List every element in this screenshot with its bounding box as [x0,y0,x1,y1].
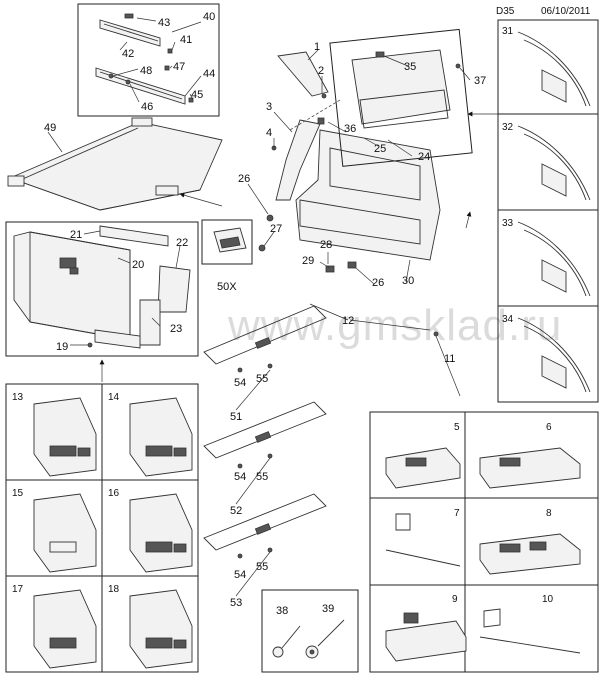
liftgate-trim-box [289,28,473,167]
callout-39: 39 [322,603,334,615]
panel-label-15: 15 [12,488,24,499]
panel-label-5: 5 [454,422,460,433]
bottom-right-grid [369,411,599,673]
callout-41: 41 [180,34,192,46]
callout-46: 46 [141,101,153,113]
callout-44: 44 [203,68,215,80]
callout-49: 49 [44,122,56,134]
panel-label-18: 18 [108,584,120,595]
callout-54-b: 54 [234,471,246,483]
callout-55-c: 55 [256,561,268,573]
part-50x-box [201,219,253,265]
callout-38: 38 [276,605,288,617]
center-assembly [247,49,461,397]
callout-37: 37 [474,75,486,87]
diagram-code: D35 [496,6,515,17]
callout-55-a: 55 [256,373,268,385]
panel-label-10: 10 [542,594,554,605]
callout-52: 52 [230,505,242,517]
callout-30: 30 [402,275,414,287]
panel-label-34: 34 [502,314,514,325]
diagram-date: 06/10/2011 [541,6,591,17]
panel-label-33: 33 [502,218,514,229]
callout-54-c: 54 [234,569,246,581]
panel-label-13: 13 [12,392,24,403]
right-column [497,19,599,403]
callout-45: 45 [191,89,203,101]
callout-43: 43 [158,17,170,29]
callout-36: 36 [344,123,356,135]
cargo-cover [7,117,223,211]
callout-42: 42 [122,48,134,60]
panel-label-14: 14 [108,392,120,403]
callout-55-b: 55 [256,471,268,483]
panel-label-17: 17 [12,584,24,595]
panel-label-32: 32 [502,122,514,133]
callout-29: 29 [302,255,314,267]
callout-48: 48 [140,65,152,77]
callout-4: 4 [266,127,272,139]
callout-22: 22 [176,237,188,249]
callout-47: 47 [173,61,185,73]
callout-28: 28 [320,239,332,251]
callout-50x: 50X [217,281,237,293]
callout-19: 19 [56,341,68,353]
callout-20: 20 [132,259,144,271]
callout-51: 51 [230,411,242,423]
panel-label-9: 9 [452,594,458,605]
bl-panel-art [33,397,193,669]
fasteners-box [261,589,359,673]
floor-mats [203,305,327,597]
callout-54-a: 54 [234,377,246,389]
callout-2: 2 [318,65,324,77]
callout-11: 11 [444,353,455,365]
callout-27: 27 [270,223,282,235]
callout-24: 24 [418,151,430,163]
panel-label-7: 7 [454,508,460,519]
side-trim-box [5,221,199,357]
right-panel-art [517,31,591,393]
callout-26-lower: 26 [372,277,384,289]
panel-label-16: 16 [108,488,120,499]
br-panel-art [385,447,581,662]
callout-12: 12 [342,315,354,327]
bottom-left-grid [5,383,199,673]
callout-1: 1 [314,41,320,53]
inset-strips-box [77,3,220,117]
callout-21: 21 [70,229,82,241]
callout-25: 25 [374,143,386,155]
panel-label-6: 6 [546,422,552,433]
callout-53: 53 [230,597,242,609]
callout-40: 40 [203,11,215,23]
callout-23: 23 [170,323,182,335]
panel-label-31: 31 [502,26,514,37]
callout-35: 35 [404,61,416,73]
callout-3: 3 [266,101,272,113]
panel-label-8: 8 [546,508,552,519]
callout-26-upper: 26 [238,173,250,185]
